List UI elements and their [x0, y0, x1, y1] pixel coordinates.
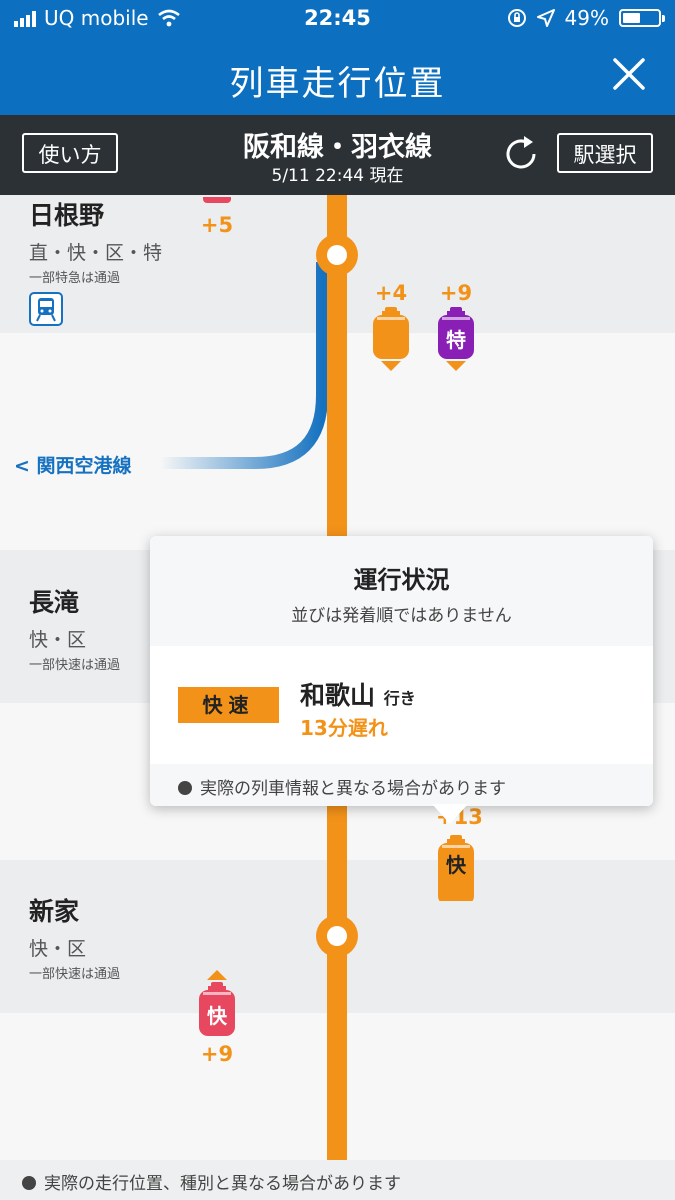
battery-icon	[619, 9, 665, 27]
wifi-icon	[157, 9, 180, 27]
train-delay: +9	[200, 1042, 234, 1066]
station-types: 快・区	[29, 938, 87, 960]
status-right: 49%	[507, 6, 665, 30]
timestamp: 5/11 22:44 現在	[271, 166, 404, 186]
carrier-info: UQ mobile	[14, 6, 181, 30]
train-type-label: 快	[207, 1004, 227, 1028]
destination-suffix: 行き	[383, 689, 416, 708]
destination-name: 和歌山	[300, 681, 376, 710]
chevron-left-icon: <	[14, 455, 37, 477]
train-marker[interactable]: +9 特	[436, 281, 476, 377]
train-delay: +4	[374, 281, 408, 305]
rotation-lock-icon	[507, 9, 526, 27]
train-type-label: 快	[446, 853, 466, 877]
refresh-icon[interactable]	[500, 133, 542, 175]
train-type-label: 特	[446, 328, 466, 352]
signal-icon	[14, 9, 36, 27]
station-name: 新家	[29, 897, 80, 926]
line-name: 阪和線・羽衣線	[243, 132, 432, 163]
train-delay: +5	[200, 213, 234, 237]
clock: 22:45	[304, 6, 371, 30]
station-nagataki[interactable]: 長滝 快・区 一部快速は通過	[29, 583, 120, 673]
train-destination: 和歌山 行き	[300, 676, 416, 712]
footer-note-bar: 実際の走行位置、種別と異なる場合があります	[0, 1160, 675, 1200]
popup-footer-note: 実際の列車情報と異なる場合があります	[200, 779, 506, 799]
popup-footer: 実際の列車情報と異なる場合があります	[150, 764, 653, 806]
title-bar: 列車走行位置	[0, 38, 675, 115]
popup-title: 運行状況	[353, 566, 450, 594]
station-types: 直・快・区・特	[29, 242, 163, 264]
branch-line-label: 関西空港線	[36, 455, 132, 477]
bullet-icon	[178, 781, 192, 795]
close-icon[interactable]	[609, 54, 649, 94]
carrier-name: UQ mobile	[44, 6, 149, 30]
station-name: 長滝	[29, 588, 80, 617]
train-marker[interactable]: 快 +9	[197, 968, 237, 1066]
train-body	[199, 970, 235, 1036]
branch-line-link[interactable]: < 関西空港線	[14, 451, 132, 478]
station-note: 一部快速は通過	[29, 967, 121, 982]
train-icon[interactable]	[29, 292, 63, 326]
line-header: 使い方 阪和線・羽衣線 5/11 22:44 現在 駅選択	[0, 115, 675, 195]
bullet-icon	[22, 1176, 36, 1190]
train-body	[203, 191, 231, 203]
station-select-button[interactable]: 駅選択	[557, 133, 653, 173]
station-marker	[316, 234, 358, 276]
branch-line-track	[160, 262, 328, 469]
popup-pointer	[432, 804, 468, 824]
train-body	[438, 835, 474, 901]
footer-note: 実際の走行位置、種別と異なる場合があります	[44, 1174, 401, 1194]
delay-text: 13分遅れ	[300, 716, 388, 740]
train-marker-body[interactable]: 快	[436, 835, 476, 905]
popup-subtitle: 並びは発着順ではありません	[291, 606, 512, 626]
station-note: 一部快速は通過	[29, 658, 121, 673]
train-delay: +9	[439, 281, 473, 305]
operation-status-popup[interactable]: 運行状況 並びは発着順ではありません 快速 和歌山 行き 13分遅れ 実際の列車…	[150, 536, 653, 806]
page-title: 列車走行位置	[229, 64, 446, 104]
status-bar: UQ mobile 22:45 49%	[0, 0, 675, 38]
train-marker[interactable]: +4	[371, 281, 411, 381]
station-types: 快・区	[29, 629, 87, 651]
popup-header: 運行状況 並びは発着順ではありません	[150, 536, 653, 646]
howto-button[interactable]: 使い方	[22, 133, 118, 173]
train-marker[interactable]: +5	[197, 191, 237, 237]
train-body	[438, 307, 474, 371]
station-note: 一部特急は通過	[29, 271, 121, 286]
station-hineno[interactable]: 日根野 直・快・区・特 一部特急は通過	[29, 196, 162, 330]
station-marker	[316, 915, 358, 957]
station-name: 日根野	[29, 201, 105, 230]
station-shinge[interactable]: 新家 快・区 一部快速は通過	[29, 892, 120, 982]
train-body	[373, 307, 409, 371]
train-type-badge: 快速	[178, 687, 279, 723]
battery-percent: 49%	[564, 6, 609, 30]
location-icon	[536, 9, 555, 27]
